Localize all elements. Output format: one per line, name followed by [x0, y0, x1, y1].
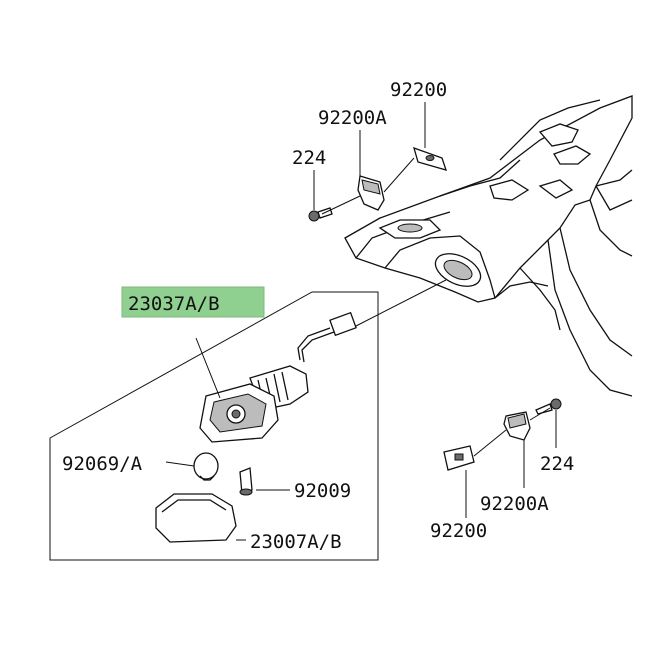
highlight-box: [121, 286, 265, 318]
part-labels: 23037A/B 92200 92200A 224 92069/A 92009 …: [62, 79, 574, 553]
label-bolt-top[interactable]: 224: [292, 147, 326, 169]
turn-signal-assembly: [49, 279, 447, 561]
label-bracket-top[interactable]: 92200A: [318, 107, 387, 129]
label-bulb[interactable]: 92069/A: [62, 453, 143, 475]
label-assembly[interactable]: 23037A/B: [128, 293, 220, 315]
label-bracket-right[interactable]: 92200A: [480, 493, 549, 515]
label-lens[interactable]: 23007A/B: [250, 531, 342, 553]
tail-section: [344, 95, 633, 397]
label-screw[interactable]: 92009: [294, 480, 351, 502]
right-hardware: [443, 398, 562, 518]
label-plate-top[interactable]: 92200: [390, 79, 447, 101]
label-plate-right[interactable]: 92200: [430, 520, 487, 542]
top-hardware: [308, 102, 448, 222]
label-bolt-right[interactable]: 224: [540, 453, 574, 475]
